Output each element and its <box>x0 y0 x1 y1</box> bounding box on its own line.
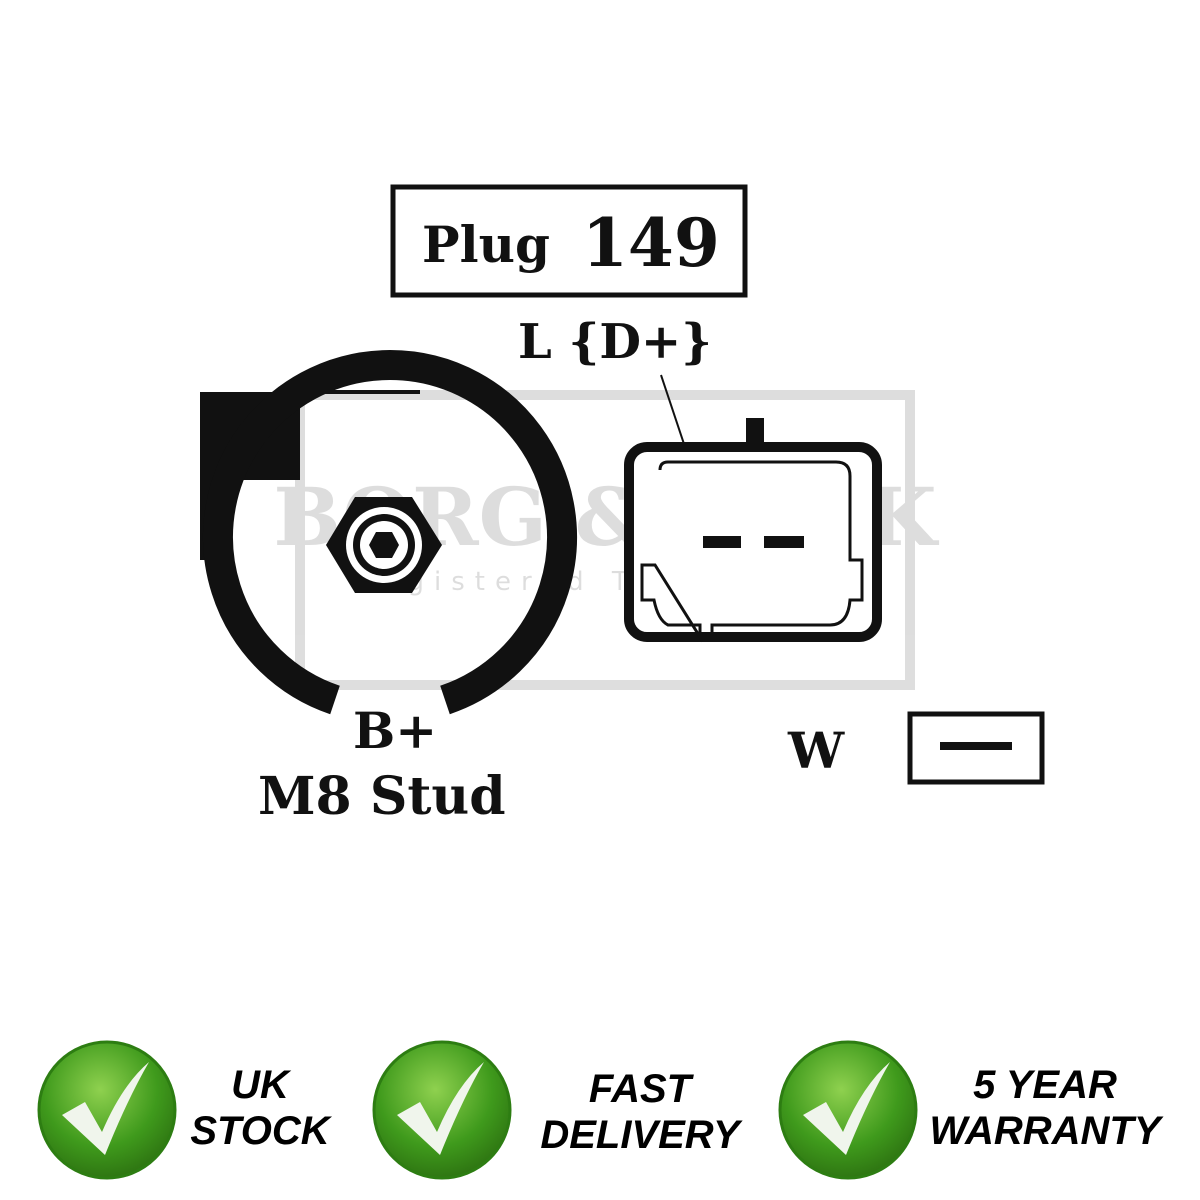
badge-5-year-warranty: 5 YEAR WARRANTY <box>915 1062 1175 1154</box>
check-icon <box>37 1040 177 1180</box>
connector-icon <box>624 418 882 643</box>
plug-label-box <box>390 184 748 298</box>
hex-nut-icon <box>326 497 442 593</box>
plug-label: Plug <box>422 215 550 274</box>
check-icon <box>778 1040 918 1180</box>
badge-line2: STOCK <box>190 1109 330 1153</box>
badge-fast-delivery: FAST DELIVERY <box>520 1066 760 1158</box>
stud-label: M8 Stud <box>258 766 506 827</box>
terminal-b-label: B+ <box>353 701 437 760</box>
b-plus-terminal <box>200 350 577 715</box>
badge-line1: 5 YEAR <box>973 1063 1117 1107</box>
pin-2 <box>764 536 804 548</box>
plug-number: 149 <box>582 204 720 282</box>
badge-line1: FAST <box>588 1067 692 1111</box>
badge-line1: UK <box>231 1063 289 1107</box>
terminal-l-label: L {D+} <box>518 314 712 370</box>
badge-line2: WARRANTY <box>929 1109 1161 1153</box>
terminal-w-label: W <box>787 721 845 780</box>
badge-line2: DELIVERY <box>540 1113 740 1157</box>
w-terminal-icon <box>907 711 1045 785</box>
badge-uk-stock: UK STOCK <box>170 1062 350 1154</box>
check-icon <box>372 1040 512 1180</box>
pin-l <box>703 536 741 548</box>
